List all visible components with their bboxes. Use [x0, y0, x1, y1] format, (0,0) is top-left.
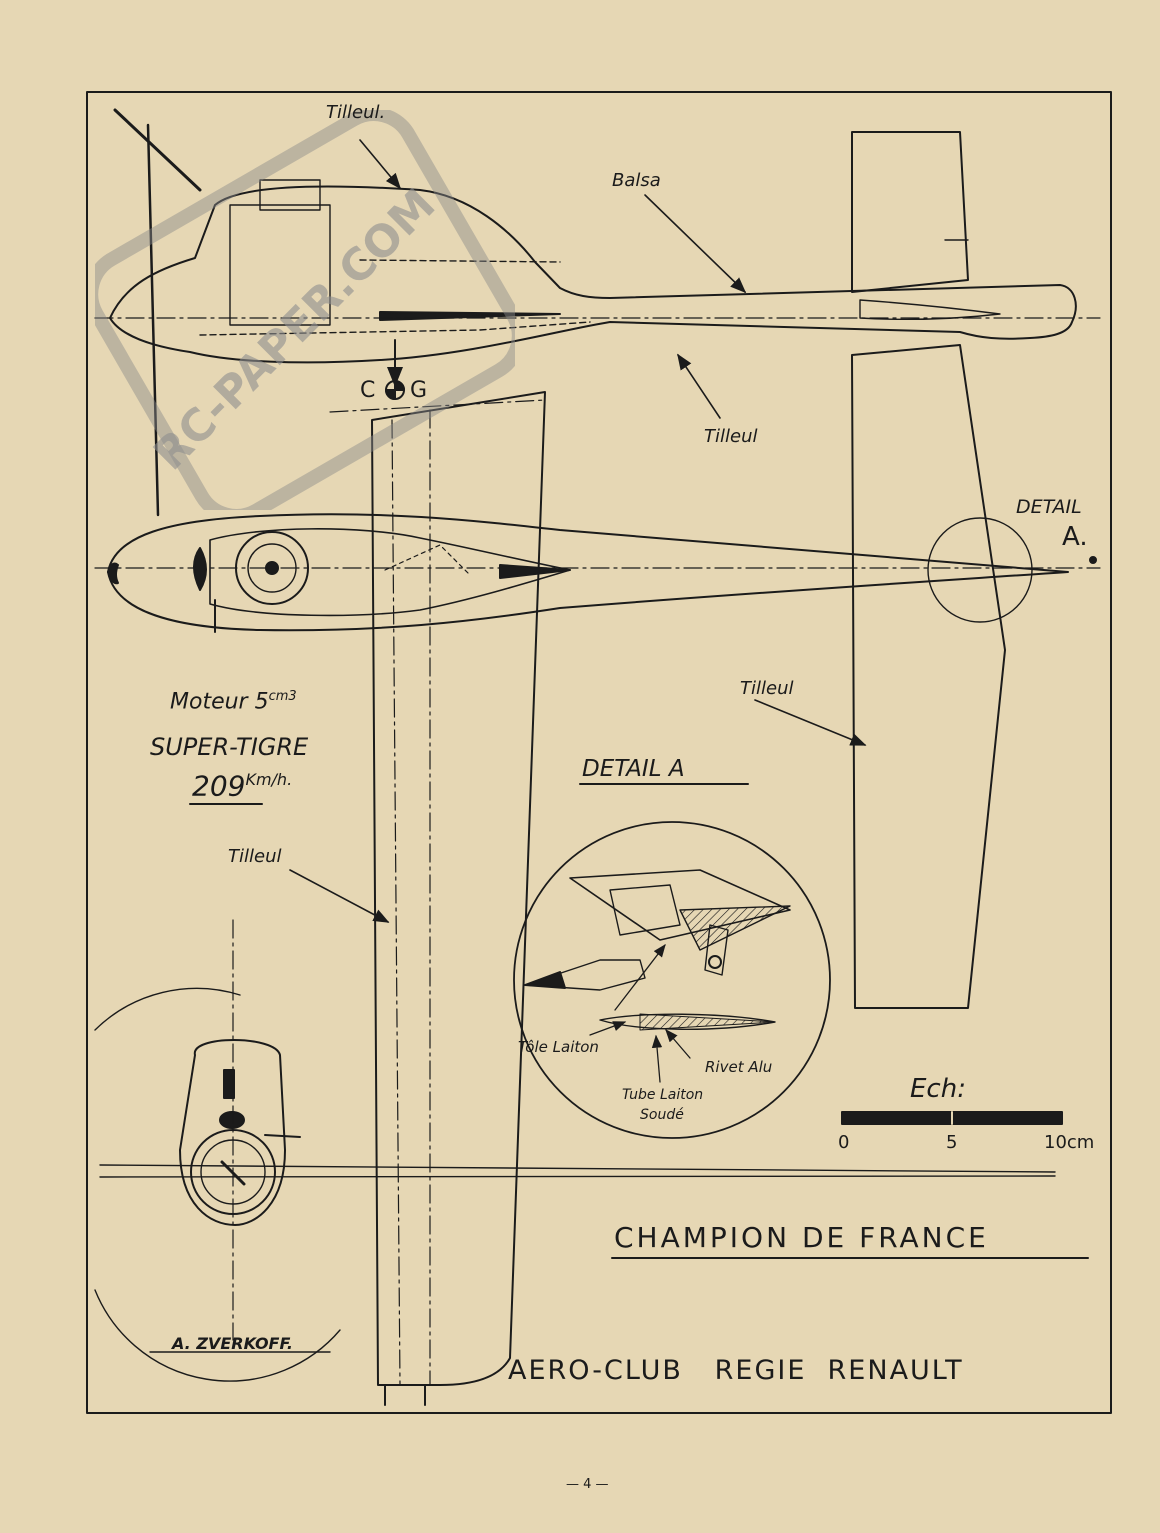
label-detail-a-ref: DETAIL [1016, 496, 1082, 518]
title-champion: CHAMPION DE FRANCE [614, 1221, 989, 1254]
speed-value: 209 [192, 769, 246, 803]
label-tilleul-wing: Tilleul [228, 846, 282, 867]
label-author: A. ZVERKOFF. [172, 1334, 293, 1353]
wing [329, 391, 546, 1406]
label-tilleul-stab: Tilleul [740, 678, 794, 699]
scale-label-0: 0 [838, 1132, 850, 1153]
scale-bar [841, 1111, 1063, 1125]
front-view [94, 919, 1056, 1382]
label-detail-a-letter: A. [1062, 522, 1088, 552]
page-number: — 4 — [566, 1477, 609, 1492]
label-ech: Ech: [910, 1074, 966, 1104]
label-rivet-alu: Rivet Alu [705, 1058, 773, 1076]
label-tube-laiton: Tube Laiton [622, 1087, 704, 1103]
label-moteur: Moteur 5cm3 [170, 690, 297, 713]
label-cg-c: C [360, 378, 376, 403]
label-soude: Soudé [640, 1107, 684, 1123]
speed-unit: Km/h. [245, 770, 293, 789]
scale-label-5: 5 [946, 1132, 958, 1153]
cg-marker [385, 339, 405, 400]
leader-arrows [289, 139, 867, 923]
label-tole-laiton: Tôle Laiton [518, 1038, 599, 1056]
detail-a-ref-circle [927, 517, 1033, 623]
scale-label-10: 10cm [1044, 1132, 1095, 1153]
detail-a-drawing [513, 821, 831, 1139]
label-tilleul-top: Tilleul. [326, 102, 386, 123]
moteur-text: Moteur 5 [170, 689, 269, 715]
title-aeroclub: AERO-CLUB REGIE RENAULT [508, 1355, 964, 1386]
frame-border [86, 91, 1112, 1414]
label-tilleul-fuselage: Tilleul [704, 426, 758, 447]
vertical-fin [851, 131, 969, 293]
top-view-fuselage [107, 513, 1069, 633]
label-balsa: Balsa [612, 170, 661, 191]
label-engine-name: SUPER-TIGRE [150, 733, 309, 761]
horizontal-stabilizer [851, 344, 1006, 1009]
label-speed: 209Km/h. [192, 772, 292, 800]
label-detail-a-title: DETAIL A [582, 756, 685, 782]
moteur-unit: cm3 [268, 689, 297, 704]
side-view-fuselage [109, 108, 1077, 517]
label-cg-g: G [410, 378, 428, 403]
